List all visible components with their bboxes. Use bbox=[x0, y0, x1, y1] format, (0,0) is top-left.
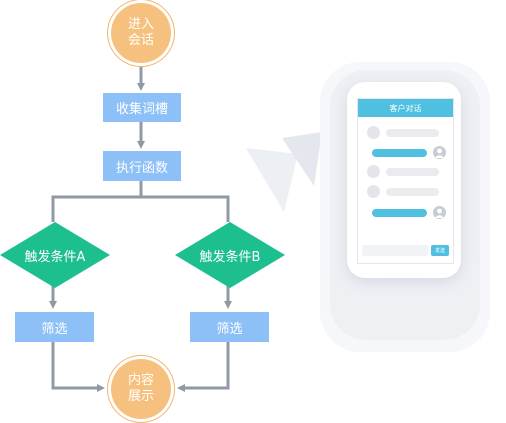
filter-b-node: 筛选 bbox=[190, 312, 269, 342]
start-node-line2: 会话 bbox=[127, 33, 154, 48]
collect-slots-node: 收集词槽 bbox=[103, 93, 181, 122]
connector-filter-a-to-end bbox=[51, 342, 105, 392]
send-button[interactable]: 发送 bbox=[431, 245, 449, 256]
end-node: 内容 展示 bbox=[111, 359, 171, 419]
user-message bbox=[372, 149, 427, 157]
user-message bbox=[372, 209, 427, 217]
condition-b-label: 触发条件B bbox=[199, 249, 261, 265]
chat-title: 客户对话 bbox=[389, 103, 422, 113]
collect-slots-label: 收集词槽 bbox=[115, 102, 168, 117]
condition-a-label-box: 触发条件A bbox=[10, 245, 100, 265]
chat-header: 客户对话 bbox=[358, 99, 453, 117]
start-node-line1: 进入 bbox=[127, 17, 154, 32]
diamond-condition-a bbox=[0, 222, 110, 288]
connector-execute-split bbox=[51, 181, 143, 222]
connector-filter-b-to-end bbox=[177, 342, 230, 392]
bot-message bbox=[386, 129, 439, 137]
execute-function-label: 执行函数 bbox=[115, 160, 168, 176]
condition-b-label-box: 触发条件B bbox=[185, 245, 275, 265]
start-node: 进入 会话 bbox=[111, 3, 171, 63]
bot-avatar-icon bbox=[367, 185, 380, 198]
user-avatar-icon bbox=[433, 146, 446, 159]
send-button-label: 发送 bbox=[434, 248, 445, 254]
end-node-line2: 展示 bbox=[127, 389, 154, 404]
connector-execute-split-right bbox=[141, 195, 230, 222]
condition-a-label: 触发条件A bbox=[24, 249, 86, 265]
diamond-condition-b bbox=[175, 222, 285, 288]
chat-window: 客户对话 发送 bbox=[357, 98, 454, 264]
filter-a-node: 筛选 bbox=[15, 312, 94, 342]
decorative-triangle-right bbox=[282, 132, 322, 186]
message-input[interactable] bbox=[362, 245, 428, 256]
filter-a-label: 筛选 bbox=[41, 321, 68, 337]
bot-avatar-icon bbox=[367, 126, 380, 139]
bot-avatar-icon bbox=[367, 165, 380, 178]
bot-message bbox=[386, 168, 439, 176]
end-node-line1: 内容 bbox=[127, 373, 154, 388]
filter-b-label: 筛选 bbox=[216, 321, 243, 337]
execute-function-node: 执行函数 bbox=[103, 151, 181, 181]
decorative-triangle-left bbox=[246, 148, 298, 212]
user-avatar-icon bbox=[433, 206, 446, 219]
bot-message bbox=[386, 188, 439, 196]
